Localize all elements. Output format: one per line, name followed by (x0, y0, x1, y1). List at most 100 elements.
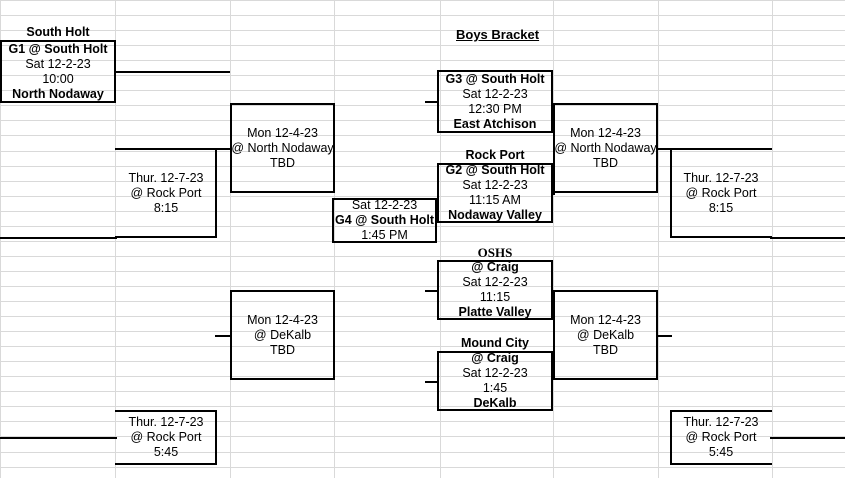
connector-right-champion (770, 237, 845, 239)
final-left-top-time: 8:15 (153, 200, 179, 215)
grid-row-line (0, 467, 845, 468)
grid-row-line (0, 421, 845, 422)
connector-right-upper-semifinal-out (656, 148, 672, 150)
grid-row-line (0, 256, 845, 257)
grid-row-line (0, 331, 845, 332)
grid-row-line (0, 30, 845, 31)
grid-row-line (0, 181, 845, 182)
semifinal-left-upper-date: Mon 12-4-23 (247, 125, 318, 140)
grid-row-line (0, 376, 845, 377)
final-left-bottom-site: @ Rock Port (130, 430, 202, 444)
g1-header: G1 @ South Holt (8, 41, 108, 56)
semifinal-right-lower-team: TBD (593, 342, 618, 357)
semifinal-left-upper-site: @ North Nodaway (231, 140, 334, 155)
game-box-g5[interactable]: @ Craig Sat 12-2-23 11:15 Platte Valley (437, 260, 553, 320)
g3-header: G3 @ South Holt (445, 71, 545, 86)
final-box-left-top[interactable]: Thur. 12-7-23 @ Rock Port 8:15 (115, 148, 217, 238)
semifinal-box-right-upper[interactable]: Mon 12-4-23 @ North Nodaway TBD (553, 103, 658, 193)
semifinal-left-lower-date: Mon 12-4-23 (247, 312, 318, 327)
g2-date: Sat 12-2-23 (462, 178, 528, 192)
connector-g2-right-stub (551, 193, 555, 195)
semifinal-left-upper-team: TBD (270, 155, 295, 170)
semifinal-left-lower-site: @ DeKalb (253, 327, 312, 342)
grid-row-line (0, 436, 845, 437)
g6-time: 1:45 (482, 381, 508, 395)
semifinal-right-lower-date: Mon 12-4-23 (570, 312, 641, 327)
g6-header: @ Craig (471, 351, 519, 365)
g4-time: 1:45 PM (361, 228, 408, 242)
connector-left-lower-semifinal-out (215, 335, 232, 337)
final-bracket-right-bottom[interactable] (670, 410, 772, 465)
game-box-g6[interactable]: @ Craig Sat 12-2-23 1:45 DeKalb (437, 351, 553, 411)
grid-row-line (0, 120, 845, 121)
final-box-right-bottom[interactable]: Thur. 12-7-23 @ Rock Port 5:45 (670, 410, 772, 465)
semifinal-box-right-lower[interactable]: Mon 12-4-23 @ DeKalb TBD (553, 290, 658, 380)
final-left-top-date: Thur. 12-7-23 (128, 170, 204, 185)
game-box-g1[interactable]: G1 @ South Holt Sat 12-2-23 10:00 North … (0, 40, 116, 103)
final-bracket-right-top[interactable] (670, 148, 772, 238)
g3-date: Sat 12-2-23 (462, 86, 528, 101)
final-left-top-site: @ Rock Port (130, 185, 202, 200)
final-box-left-bottom[interactable]: Thur. 12-7-23 @ Rock Port 5:45 (115, 410, 217, 465)
grid-row-line (0, 226, 845, 227)
semifinal-box-left-upper[interactable]: Mon 12-4-23 @ North Nodaway TBD (230, 103, 335, 193)
final-right-top-time: 8:15 (708, 200, 734, 215)
connector-left-champion (0, 237, 117, 239)
grid-col-line (230, 0, 231, 478)
semifinal-right-lower-site: @ DeKalb (576, 327, 635, 342)
connector-right-lower-semifinal-out (656, 335, 672, 337)
game-box-g3[interactable]: G3 @ South Holt Sat 12-2-23 12:30 PM Eas… (437, 70, 553, 133)
grid-row-line (0, 452, 845, 453)
connector-g3-left-stub (425, 101, 439, 103)
game-box-g2[interactable]: G2 @ South Holt Sat 12-2-23 11:15 AM Nod… (437, 163, 553, 223)
grid-col-line (553, 0, 554, 478)
g5-date: Sat 12-2-23 (462, 275, 528, 289)
final-bracket-left-bottom[interactable] (115, 410, 217, 465)
grid-row-line (0, 301, 845, 302)
grid-col-line (440, 0, 441, 478)
grid-row-line (0, 286, 845, 287)
grid-row-line (0, 391, 845, 392)
grid-row-line (0, 0, 845, 1)
final-bracket-left-top[interactable] (115, 148, 217, 238)
grid-row-line (0, 196, 845, 197)
g1-time: 10:00 (42, 71, 74, 86)
connector-right-bottom-champion (770, 437, 845, 439)
g2-time: 11:15 AM (469, 193, 521, 207)
g2-team-top: Rock Port (465, 148, 525, 162)
grid-col-line (772, 0, 773, 478)
grid-row-line (0, 361, 845, 362)
grid-row-line (0, 75, 845, 76)
final-box-right-top[interactable]: Thur. 12-7-23 @ Rock Port 8:15 (670, 148, 772, 238)
game-box-g4[interactable]: Sat 12-2-23 G4 @ South Holt 1:45 PM (332, 198, 437, 243)
grid-row-line (0, 211, 845, 212)
grid-row-line (0, 60, 845, 61)
semifinal-right-upper-site: @ North Nodaway (554, 140, 657, 155)
grid-row-line (0, 105, 845, 106)
grid-row-line (0, 90, 845, 91)
g4-header: G4 @ South Holt (335, 213, 434, 227)
grid-row-line (0, 166, 845, 167)
connector-left-bottom-champion (0, 437, 117, 439)
final-right-bottom-time: 5:45 (708, 445, 734, 459)
semifinal-left-lower-team: TBD (270, 342, 295, 357)
page-title: Boys Bracket (456, 27, 540, 42)
connector-g1-to-semifinal (114, 71, 230, 73)
grid-row-line (0, 15, 845, 16)
final-right-top-date: Thur. 12-7-23 (683, 170, 759, 185)
g2-team-bottom: Nodaway Valley (448, 208, 542, 222)
grid-col-line (334, 0, 335, 478)
connector-left-upper-semifinal-out (215, 148, 232, 150)
semifinal-box-left-lower[interactable]: Mon 12-4-23 @ DeKalb TBD (230, 290, 335, 380)
g5-header: @ Craig (471, 260, 519, 274)
g6-date: Sat 12-2-23 (462, 366, 528, 380)
g6-team-bottom: DeKalb (473, 396, 517, 410)
g5-team-top: OSHS (477, 245, 513, 260)
semifinal-right-upper-team: TBD (593, 155, 618, 170)
grid-row-line (0, 271, 845, 272)
g1-date: Sat 12-2-23 (25, 56, 91, 71)
g6-team-top: Mound City (460, 336, 530, 350)
final-right-bottom-site: @ Rock Port (685, 430, 757, 444)
g3-team-bottom: East Atchison (453, 116, 537, 131)
